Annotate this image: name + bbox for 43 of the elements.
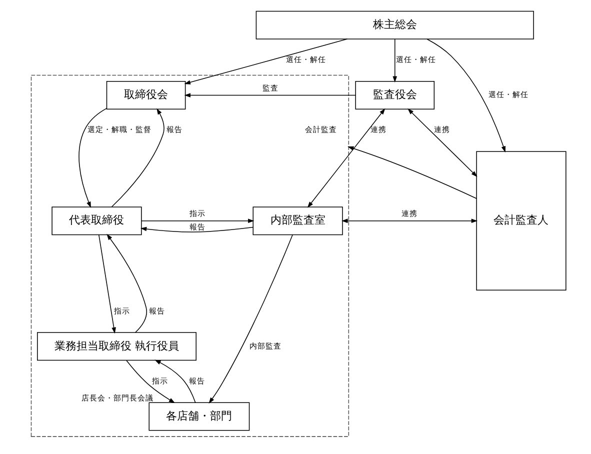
node-box: 取締役会 (106, 81, 186, 110)
arrow (342, 218, 478, 223)
node-box: 株主総会 (256, 10, 534, 40)
arrow (98, 234, 116, 334)
edge-label: 報告 (166, 125, 183, 134)
node-box: 代表取締役 (52, 206, 142, 236)
node-box: 業務担当取締役 執行役員 (37, 332, 196, 361)
edge-label: 選任・解任 (488, 90, 529, 100)
arrow (184, 38, 348, 84)
edge-label: 指示 (189, 209, 206, 218)
arrow (126, 360, 176, 404)
edge-label: 報告 (188, 376, 205, 386)
arrow (392, 38, 398, 82)
node-box: 会計監査人 (476, 151, 566, 291)
edge-label: 内部監査 (249, 341, 282, 350)
edge-label: 連携 (402, 209, 418, 218)
arrow (111, 108, 164, 208)
edge-label: 連携 (434, 125, 450, 134)
arrow (141, 218, 254, 223)
node-label: 店長会・部門長会議 (81, 393, 154, 402)
arrow (78, 108, 108, 208)
edge-label: 選任・解任 (286, 55, 326, 64)
arrow (307, 108, 386, 208)
edge-label: 選定・解職・監督 (87, 125, 152, 134)
arrow (408, 108, 478, 177)
node-box: 各店舗・部門 (148, 402, 250, 431)
edge-label: 報告 (189, 222, 206, 232)
arrow (140, 226, 254, 232)
node-box: 監査役会 (355, 81, 435, 110)
edge-label: 監査 (262, 84, 278, 93)
arrow (208, 234, 293, 404)
edge-label: 選任・解任 (396, 55, 436, 64)
node-box: 内部監査室 (252, 206, 343, 236)
edge-label: 指示 (152, 376, 168, 386)
arrow (184, 93, 356, 98)
edge-label: 会計監査 (304, 125, 337, 134)
arrow (426, 38, 506, 152)
edge-label: 指示 (114, 306, 130, 316)
edge-label: 報告 (148, 306, 165, 316)
edge-label: 連携 (370, 125, 387, 134)
arrow (348, 146, 477, 199)
arrow (106, 234, 148, 333)
arrow (154, 360, 196, 403)
